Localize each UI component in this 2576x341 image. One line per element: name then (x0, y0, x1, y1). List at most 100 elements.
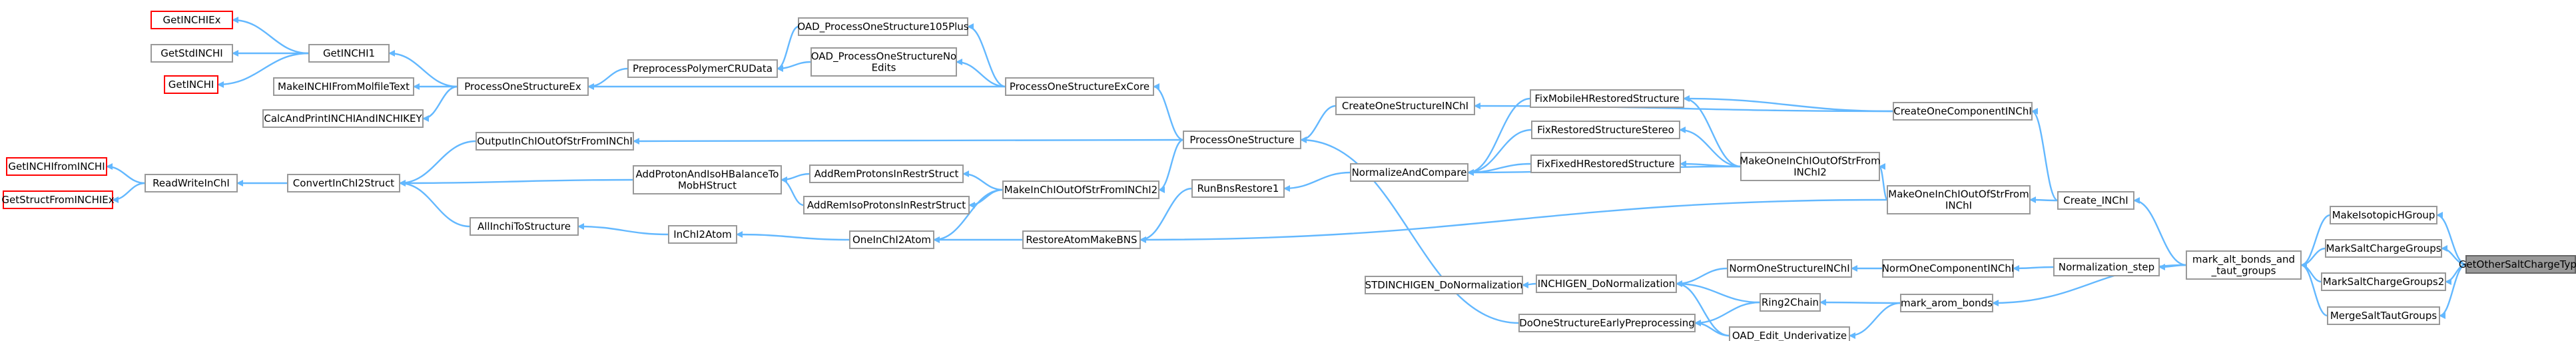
node-box (1740, 152, 1880, 181)
node-normalization-step[interactable]: Normalization_step (2053, 258, 2160, 276)
node-label: FixFixedHRestoredStructure (1537, 158, 1675, 170)
node-label: Ring2Chain (1762, 296, 1819, 308)
node-box (1365, 276, 1523, 294)
node-box (1760, 293, 1821, 312)
node-box (2465, 255, 2576, 274)
node-one-in-ch-i2-atom[interactable]: OneInChI2Atom (849, 230, 934, 249)
node-box (457, 77, 589, 96)
node-add-rem-protons-in-restr-struct[interactable]: AddRemProtonsInRestrStruct (809, 165, 964, 183)
node-label: InChI2Atom (673, 228, 732, 240)
node-get-other-salt-charge-type[interactable]: GetOtherSaltChargeType (2459, 255, 2576, 274)
edge-get-other-salt-charge-type-to-mark-salt-charge-groups (2441, 245, 2467, 266)
node-norm-one-component-inch-i[interactable]: NormOneComponentINChI (1882, 259, 2015, 278)
node-oad-edit-underivatize[interactable]: OAD_Edit_Underivatize (1729, 326, 1850, 341)
node-restore-atom-make-bns[interactable]: RestoreAtomMakeBNS (1022, 230, 1141, 249)
node-mark-salt-charge-groups2[interactable]: MarkSaltChargeGroups2 (2321, 272, 2446, 291)
node-fix-restored-structure-stereo[interactable]: FixRestoredStructureStereo (1531, 121, 1680, 139)
edge-oad-edit-underivatize-to-inchigen-do-normalization (1676, 280, 1730, 337)
node-calc-and-print-inchiand-inchikey[interactable]: CalcAndPrintINCHIAndINCHIKEY (262, 109, 424, 128)
node-get-inchi1[interactable]: GetINCHI1 (308, 44, 390, 63)
edge-all-inchi-to-structure-to-convert-in-ch-i2-struct (399, 180, 471, 228)
node-box (1002, 180, 1159, 199)
node-make-isotopic-hgroup[interactable]: MakeIsotopicHGroup (2330, 206, 2437, 224)
node-label: MakeIsotopicHGroup (2332, 209, 2435, 221)
node-label: OutputInChIOutOfStrFromINChI (477, 135, 633, 147)
node-box (1191, 179, 1285, 198)
node-box (2053, 258, 2160, 276)
edge-fix-mobile-hrestored-structure-to-normalize-and-compare (1467, 97, 1531, 176)
node-output-in-ch-iout-of-str-from-inch-i[interactable]: OutputInChIOutOfStrFromINChI (476, 132, 634, 151)
edge-make-in-ch-iout-of-str-from-inch-i2-to-add-rem-iso-protons-in-restr-struct (968, 188, 1004, 208)
node-label: FixRestoredStructureStereo (1537, 124, 1674, 136)
node-process-one-structure-ex-core[interactable]: ProcessOneStructureExCore (1005, 77, 1154, 96)
edge-get-other-salt-charge-type-to-make-isotopic-hgroup (2436, 212, 2467, 266)
edge-get-inchi1-to-get-inchiex (232, 17, 310, 55)
node-box (1335, 97, 1475, 115)
node-create-inch-i[interactable]: Create_INChI (2057, 191, 2134, 210)
node-make-inchifrom-molfile-text[interactable]: MakeINCHIFromMolfileText (273, 77, 414, 96)
node-get-std-inchi[interactable]: GetStdINCHI (151, 44, 233, 63)
node-get-struct-from-inchiex[interactable]: GetStructFromINCHIEx (1, 190, 115, 209)
edge-get-other-salt-charge-type-to-merge-salt-taut-groups (2439, 263, 2467, 319)
edge-make-one-in-ch-iout-of-str-from-inch-i2-to-fix-restored-structure-stereo (1679, 127, 1742, 168)
node-box (164, 75, 218, 94)
node-label: OAD_Edit_Underivatize (1732, 330, 1847, 341)
node-in-ch-i2-atom[interactable]: InChI2Atom (668, 225, 737, 244)
node-box (809, 165, 964, 183)
node-label: AllInchiToStructure (478, 220, 571, 232)
node-get-inchi[interactable]: GetINCHI (164, 75, 218, 94)
edge-merge-salt-taut-groups-to-mark-alt-bonds-and-taut-groups (2300, 262, 2328, 317)
node-make-in-ch-iout-of-str-from-inch-i2[interactable]: MakeInChIOutOfStrFromINChI2 (1002, 180, 1159, 199)
edge-mark-arom-bonds-to-oad-edit-underivatize (1849, 302, 1901, 339)
node-label: GetStdINCHI (161, 47, 222, 59)
node-all-inchi-to-structure[interactable]: AllInchiToStructure (470, 217, 579, 236)
node-fix-mobile-hrestored-structure[interactable]: FixMobileHRestoredStructure (1530, 89, 1684, 108)
node-oad-process-one-structure105-plus[interactable]: OAD_ProcessOneStructure105Plus (797, 17, 969, 36)
node-add-rem-iso-protons-in-restr-struct[interactable]: AddRemIsoProtonsInRestrStruct (803, 196, 970, 214)
node-get-inchifrom-inchi[interactable]: GetINCHIfromINCHI (6, 157, 107, 176)
node-mark-alt-bonds-and-taut-groups[interactable]: mark_alt_bonds_and_taut_groups (2186, 250, 2302, 280)
node-preprocess-polymer-crudata[interactable]: PreprocessPolymerCRUData (627, 59, 778, 78)
node-process-one-structure[interactable]: ProcessOneStructure (1183, 131, 1301, 149)
node-label: ProcessOneStructureExCore (1010, 81, 1149, 93)
node-create-one-structure-inch-i[interactable]: CreateOneStructureINChI (1335, 97, 1475, 115)
node-stdinchigen-do-normalization[interactable]: STDINCHIGEN_DoNormalization (1365, 276, 1523, 294)
node-box (308, 44, 390, 63)
node-norm-one-structure-inch-i[interactable]: NormOneStructureINChI (1727, 259, 1852, 278)
node-label: OneInChI2Atom (852, 234, 931, 246)
node-do-one-structure-early-preprocessing[interactable]: DoOneStructureEarlyPreprocessing (1518, 314, 1696, 332)
node-label: Normalization_step (2059, 261, 2154, 274)
node-run-bns-restore1[interactable]: RunBnsRestore1 (1191, 179, 1285, 198)
node-merge-salt-taut-groups[interactable]: MergeSaltTautGroups (2327, 306, 2440, 325)
node-box (273, 77, 414, 96)
node-normalize-and-compare[interactable]: NormalizeAndCompare (1350, 163, 1468, 182)
node-ring2-chain[interactable]: Ring2Chain (1760, 293, 1821, 312)
node-fix-fixed-hrestored-structure[interactable]: FixFixedHRestoredStructure (1530, 155, 1681, 173)
node-label: DoOneStructureEarlyPreprocessing (1519, 317, 1695, 329)
node-label: CalcAndPrintINCHIAndINCHIKEY (264, 113, 422, 125)
node-label: MarkSaltChargeGroups2 (2323, 276, 2445, 288)
node-label: mark_alt_bonds_and_taut_groups (2192, 254, 2295, 278)
node-box (3, 190, 113, 209)
edge-create-one-structure-inch-i-to-process-one-structure (1300, 105, 1337, 143)
node-mark-salt-charge-groups[interactable]: MarkSaltChargeGroups (2325, 239, 2442, 258)
node-label: GetINCHI (168, 79, 214, 91)
edge-mark-alt-bonds-and-taut-groups-to-create-inch-i (2133, 197, 2187, 266)
node-convert-in-ch-i2-struct[interactable]: ConvertInChI2Struct (287, 174, 400, 192)
node-create-one-component-inch-i[interactable]: CreateOneComponentINChI (1893, 102, 2033, 121)
node-mark-arom-bonds[interactable]: mark_arom_bonds (1900, 294, 1993, 312)
node-process-one-structure-ex[interactable]: ProcessOneStructureEx (457, 77, 589, 96)
node-label: RunBnsRestore1 (1197, 182, 1279, 194)
node-read-write-in-ch-i[interactable]: ReadWriteInChI (145, 174, 238, 192)
node-label: ConvertInChI2Struct (293, 177, 395, 189)
edge-add-rem-iso-protons-in-restr-struct-to-add-proton-and-iso-hbalance-to-mob-hstruct (781, 176, 805, 206)
edge-get-inchi1-to-get-inchi (217, 52, 310, 88)
node-get-inchiex[interactable]: GetINCHIEx (151, 11, 233, 29)
node-inchigen-do-normalization[interactable]: INCHIGEN_DoNormalization (1536, 274, 1677, 293)
